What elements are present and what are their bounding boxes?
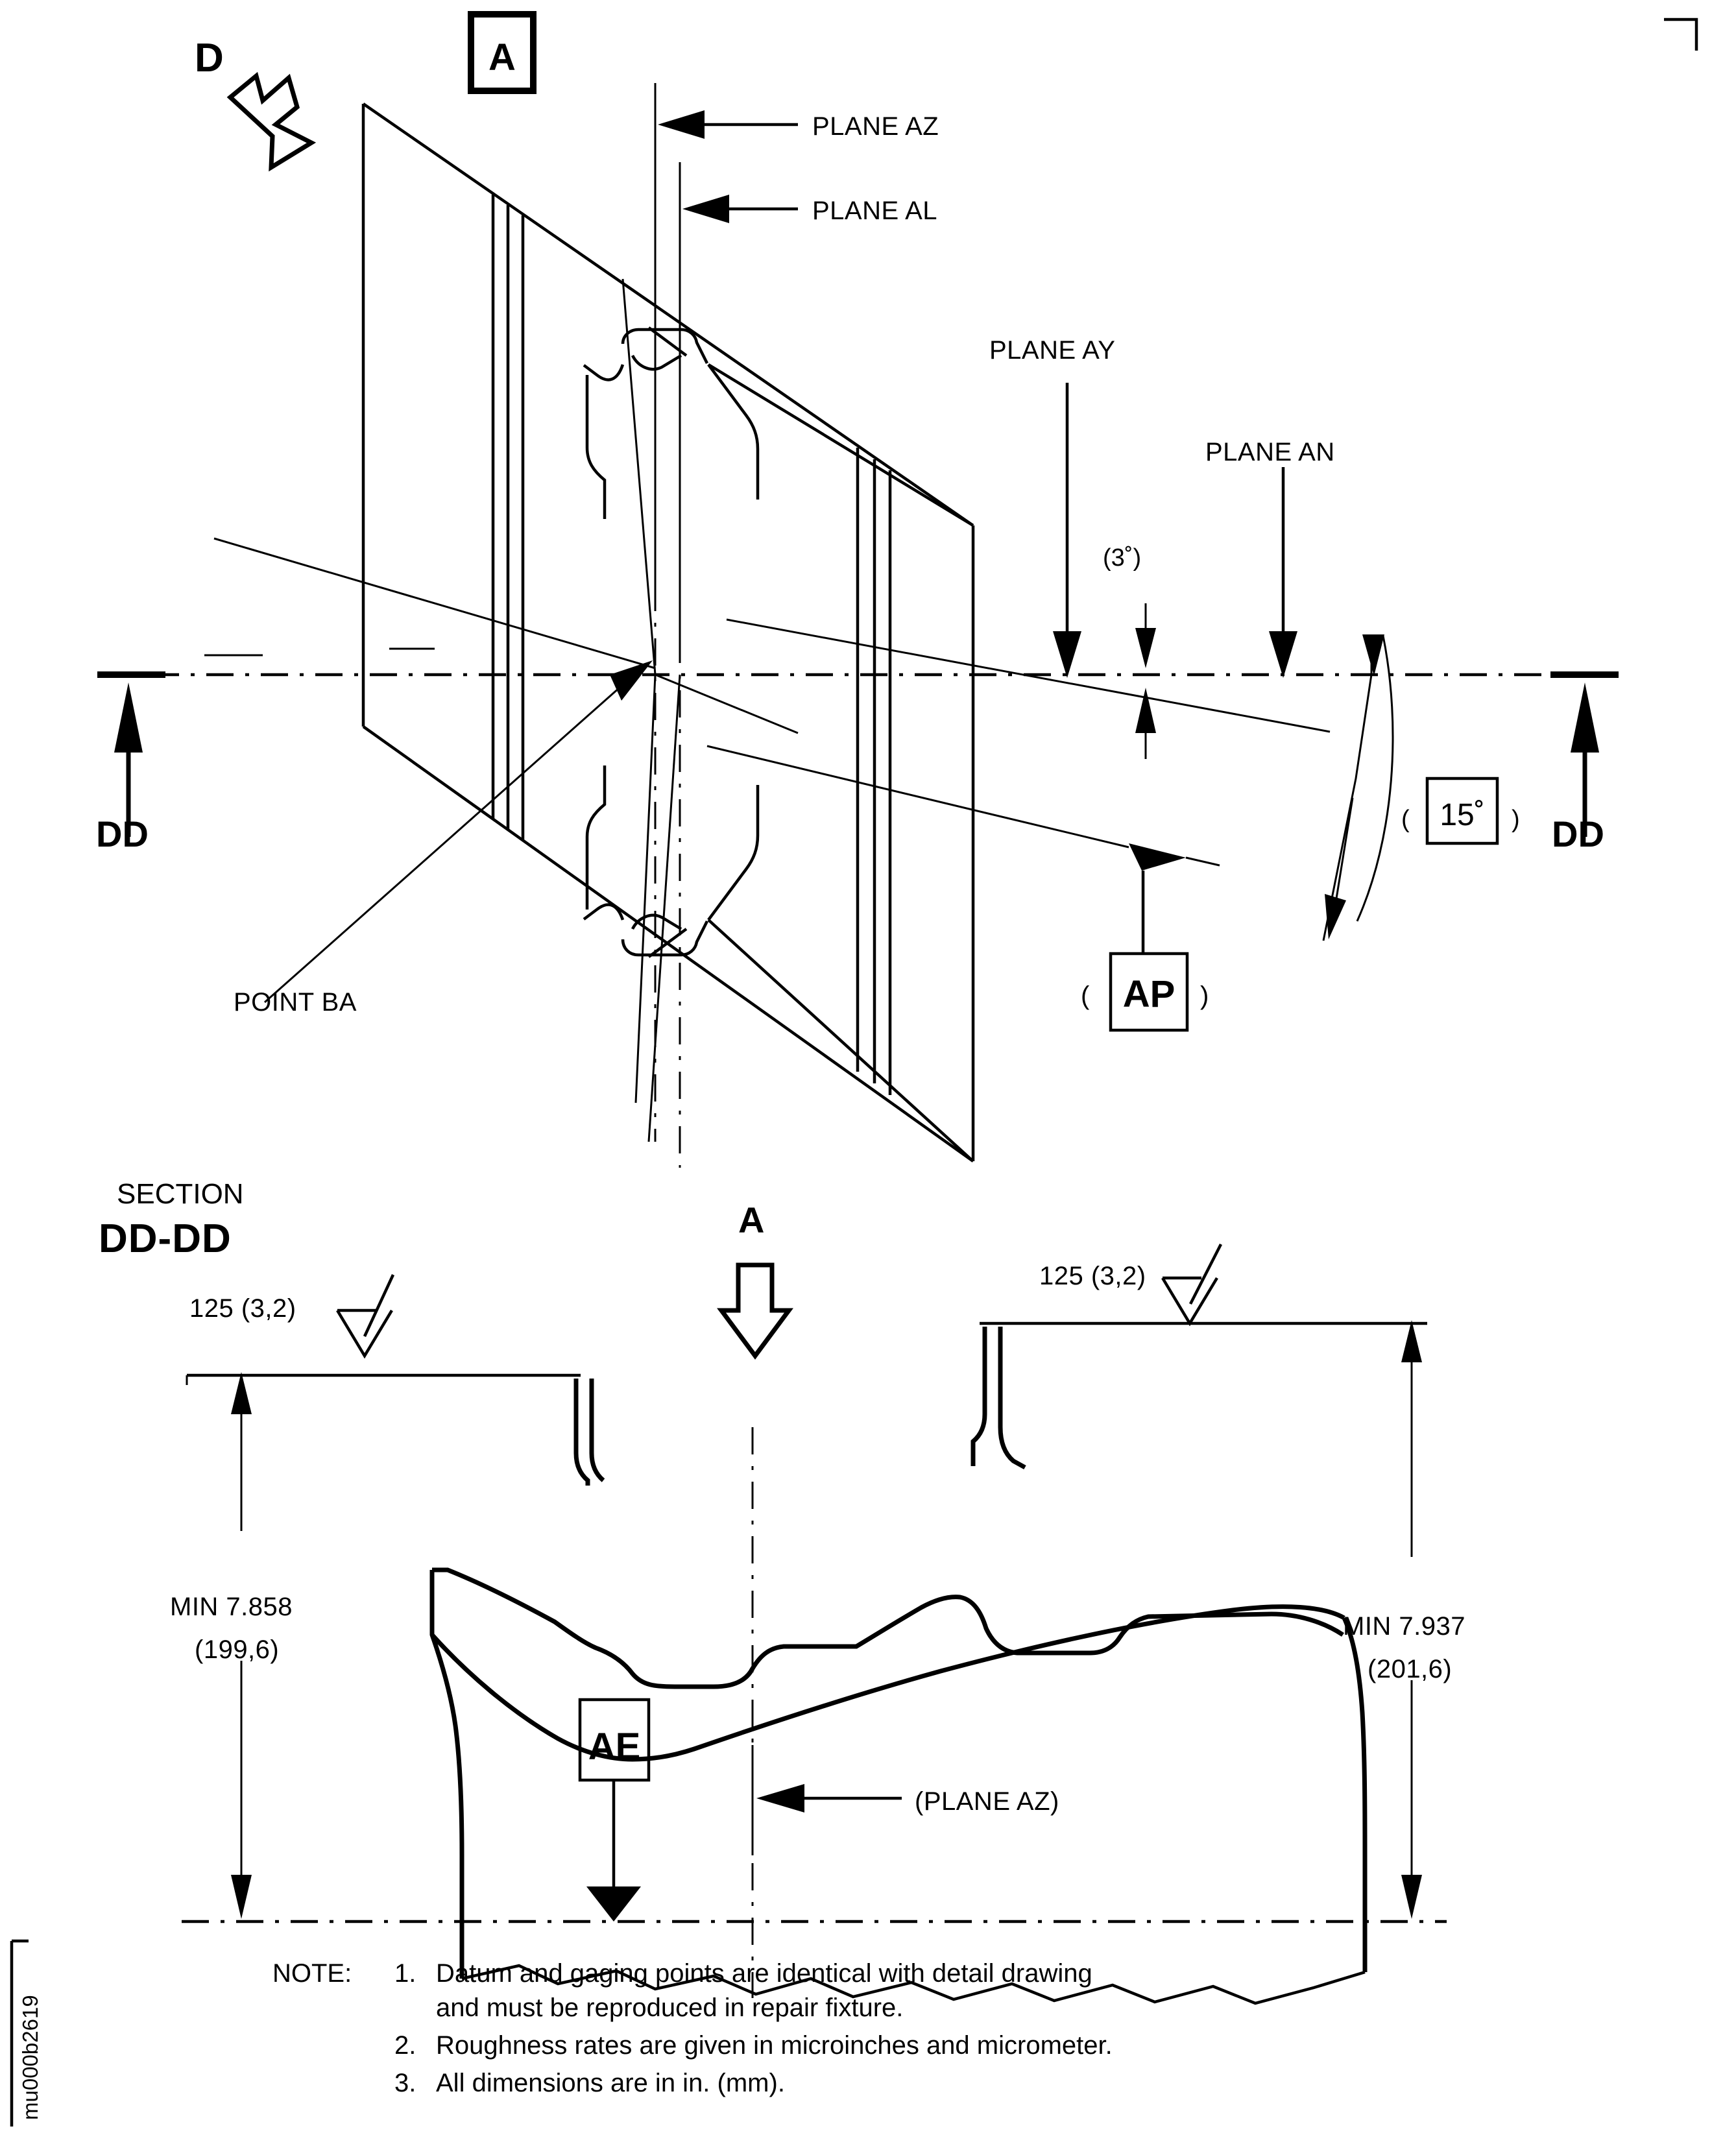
construction-lines [204,278,799,1142]
section-title-name: DD-DD [99,1216,232,1261]
view-arrow-a-label: A [738,1199,764,1240]
notes-heading: NOTE: [272,1959,352,1988]
section-cut-left [97,671,165,837]
section-plane-az-label: (PLANE AZ) [915,1787,1059,1816]
section-title-word: SECTION [117,1178,244,1210]
drawing-id-corner-bracket [10,1939,29,2127]
datum-box-a [468,11,536,94]
angle-15-close-paren: ) [1512,806,1520,833]
surface-finish-right-label: 125 (3,2) [1039,1262,1146,1290]
section-cut-right [1550,671,1619,837]
angle-3-dimension [726,603,1331,759]
surface-finish-right-symbol [1161,1243,1223,1327]
note-3-line-1: All dimensions are in in. (mm). [436,2069,785,2097]
dimension-left-value: MIN 7.858 [170,1593,293,1621]
view-arrow-d [226,71,317,172]
note-1-number: 1. [394,1959,416,1988]
plane-al-leader [682,195,798,223]
datum-ae [578,1698,651,1922]
drawing-id-label: mu000b2619 [18,1995,42,2120]
dimension-left-metric: (199,6) [195,1635,279,1664]
datum-box-a-label: A [488,36,516,78]
plane-an-label: PLANE AN [1205,438,1335,466]
section-upper-reference-lines [187,1321,1427,1377]
angle-15-value: 15˚ [1440,798,1484,832]
datum-ap-label: AP [1123,973,1175,1015]
note-2-line-1: Roughness rates are given in microinches… [436,2031,1113,2060]
dimension-right-metric: (201,6) [1368,1655,1452,1683]
section-cut-left-label: DD [96,813,149,854]
plane-ay-leader [1053,383,1081,678]
plane-az-label: PLANE AZ [812,112,939,141]
datum-ae-label: AE [588,1726,641,1768]
plane-ay-label: PLANE AY [989,336,1115,365]
view-arrow-d-label: D [195,36,224,80]
note-2-number: 2. [394,2031,416,2060]
point-ba-label: POINT BA [234,988,357,1017]
section-plane-az-leader [751,1745,902,1855]
dimension-right [1401,1320,1422,1919]
section-cut-right-label: DD [1552,813,1604,854]
note-1-line-1: Datum and gaging points are identical wi… [436,1959,1092,1988]
dimension-right-value: MIN 7.937 [1343,1612,1465,1641]
point-ba-leader [264,660,653,1004]
surface-finish-left-label: 125 (3,2) [189,1294,296,1323]
note-1-line-2: and must be reproduced in repair fixture… [436,1994,903,2022]
surface-finish-left-symbol [336,1274,395,1359]
plane-al-label: PLANE AL [812,197,937,225]
plane-az-leader [658,110,798,139]
angle-3-label: (3˚) [1103,544,1141,572]
note-3-number: 3. [394,2069,416,2097]
isometric-part-outline [361,102,975,1163]
datum-ap-open-paren: ( [1081,982,1090,1010]
corner-crop-mark [1664,18,1698,51]
angle-15-dimension [1322,634,1499,941]
view-arrow-a [717,1262,793,1360]
dimension-left [186,1372,252,1919]
datum-ap-close-paren: ) [1200,982,1209,1010]
datum-ap-leader [706,745,1220,1032]
section-part-profile [429,1327,1368,2005]
angle-15-open-paren: ( [1401,806,1410,833]
plane-an-leader [1269,467,1297,678]
